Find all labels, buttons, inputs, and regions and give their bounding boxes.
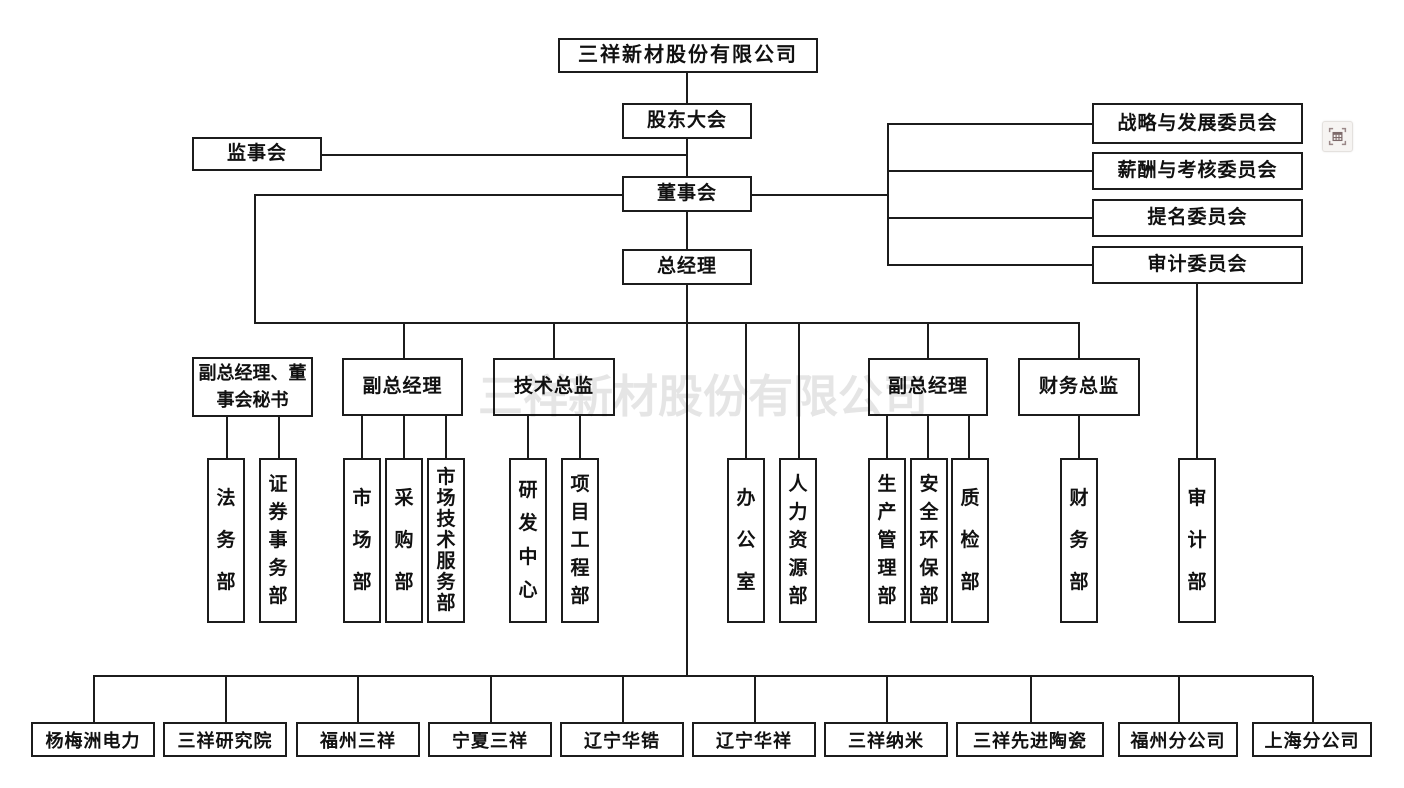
subsidiary-box-yangmeizhou: 杨梅洲电力	[31, 722, 155, 757]
department-box-project-engineering: 项目工程部	[561, 458, 599, 623]
company-box: 三祥新材股份有限公司	[558, 38, 818, 73]
department-box-finance: 财务部	[1060, 458, 1098, 623]
department-box-hr: 人力资源部	[779, 458, 817, 623]
management-box-cfo: 财务总监	[1018, 358, 1140, 416]
table-select-button[interactable]	[1322, 121, 1353, 152]
management-box-deputy-gm-secretary: 副总经理、董事会秘书	[192, 357, 313, 417]
shareholders-meeting-box: 股东大会	[622, 103, 752, 139]
subsidiary-box-fuzhou-sanxiang: 福州三祥	[296, 722, 420, 757]
general-manager-box: 总经理	[622, 249, 752, 285]
department-box-production: 生产管理部	[868, 458, 906, 623]
department-box-securities: 证券事务部	[259, 458, 297, 623]
subsidiary-box-shanghai-branch: 上海分公司	[1252, 722, 1372, 757]
committee-box-audit: 审计委员会	[1092, 246, 1303, 284]
subsidiary-box-ningxia-sanxiang: 宁夏三祥	[428, 722, 552, 757]
department-box-marketing: 市场部	[343, 458, 381, 623]
subsidiary-box-liaoning-huaxiang: 辽宁华祥	[692, 722, 816, 757]
department-box-legal: 法务部	[207, 458, 245, 623]
table-select-icon	[1327, 126, 1348, 147]
department-box-rnd-center: 研发中心	[509, 458, 547, 623]
committee-box-strategy: 战略与发展委员会	[1092, 103, 1303, 144]
committee-box-compensation: 薪酬与考核委员会	[1092, 152, 1303, 190]
department-box-audit: 审计部	[1178, 458, 1216, 623]
management-box-cto: 技术总监	[493, 358, 615, 416]
department-box-safety-environment: 安全环保部	[910, 458, 948, 623]
department-box-quality: 质检部	[951, 458, 989, 623]
subsidiary-box-sanxiang-nano: 三祥纳米	[824, 722, 948, 757]
department-box-market-tech-service: 市场技术服务部	[427, 458, 465, 623]
subsidiary-box-liaoning-huagao: 辽宁华锆	[560, 722, 684, 757]
subsidiary-box-fuzhou-branch: 福州分公司	[1118, 722, 1238, 757]
subsidiary-box-research-institute: 三祥研究院	[163, 722, 287, 757]
board-of-directors-box: 董事会	[622, 176, 752, 212]
subsidiary-box-advanced-ceramics: 三祥先进陶瓷	[956, 722, 1104, 757]
department-box-office: 办公室	[727, 458, 765, 623]
supervisory-board-box: 监事会	[192, 137, 322, 171]
committee-box-nomination: 提名委员会	[1092, 199, 1303, 237]
management-box-deputy-gm-1: 副总经理	[342, 358, 463, 416]
department-box-procurement: 采购部	[385, 458, 423, 623]
management-box-deputy-gm-2: 副总经理	[868, 358, 988, 416]
